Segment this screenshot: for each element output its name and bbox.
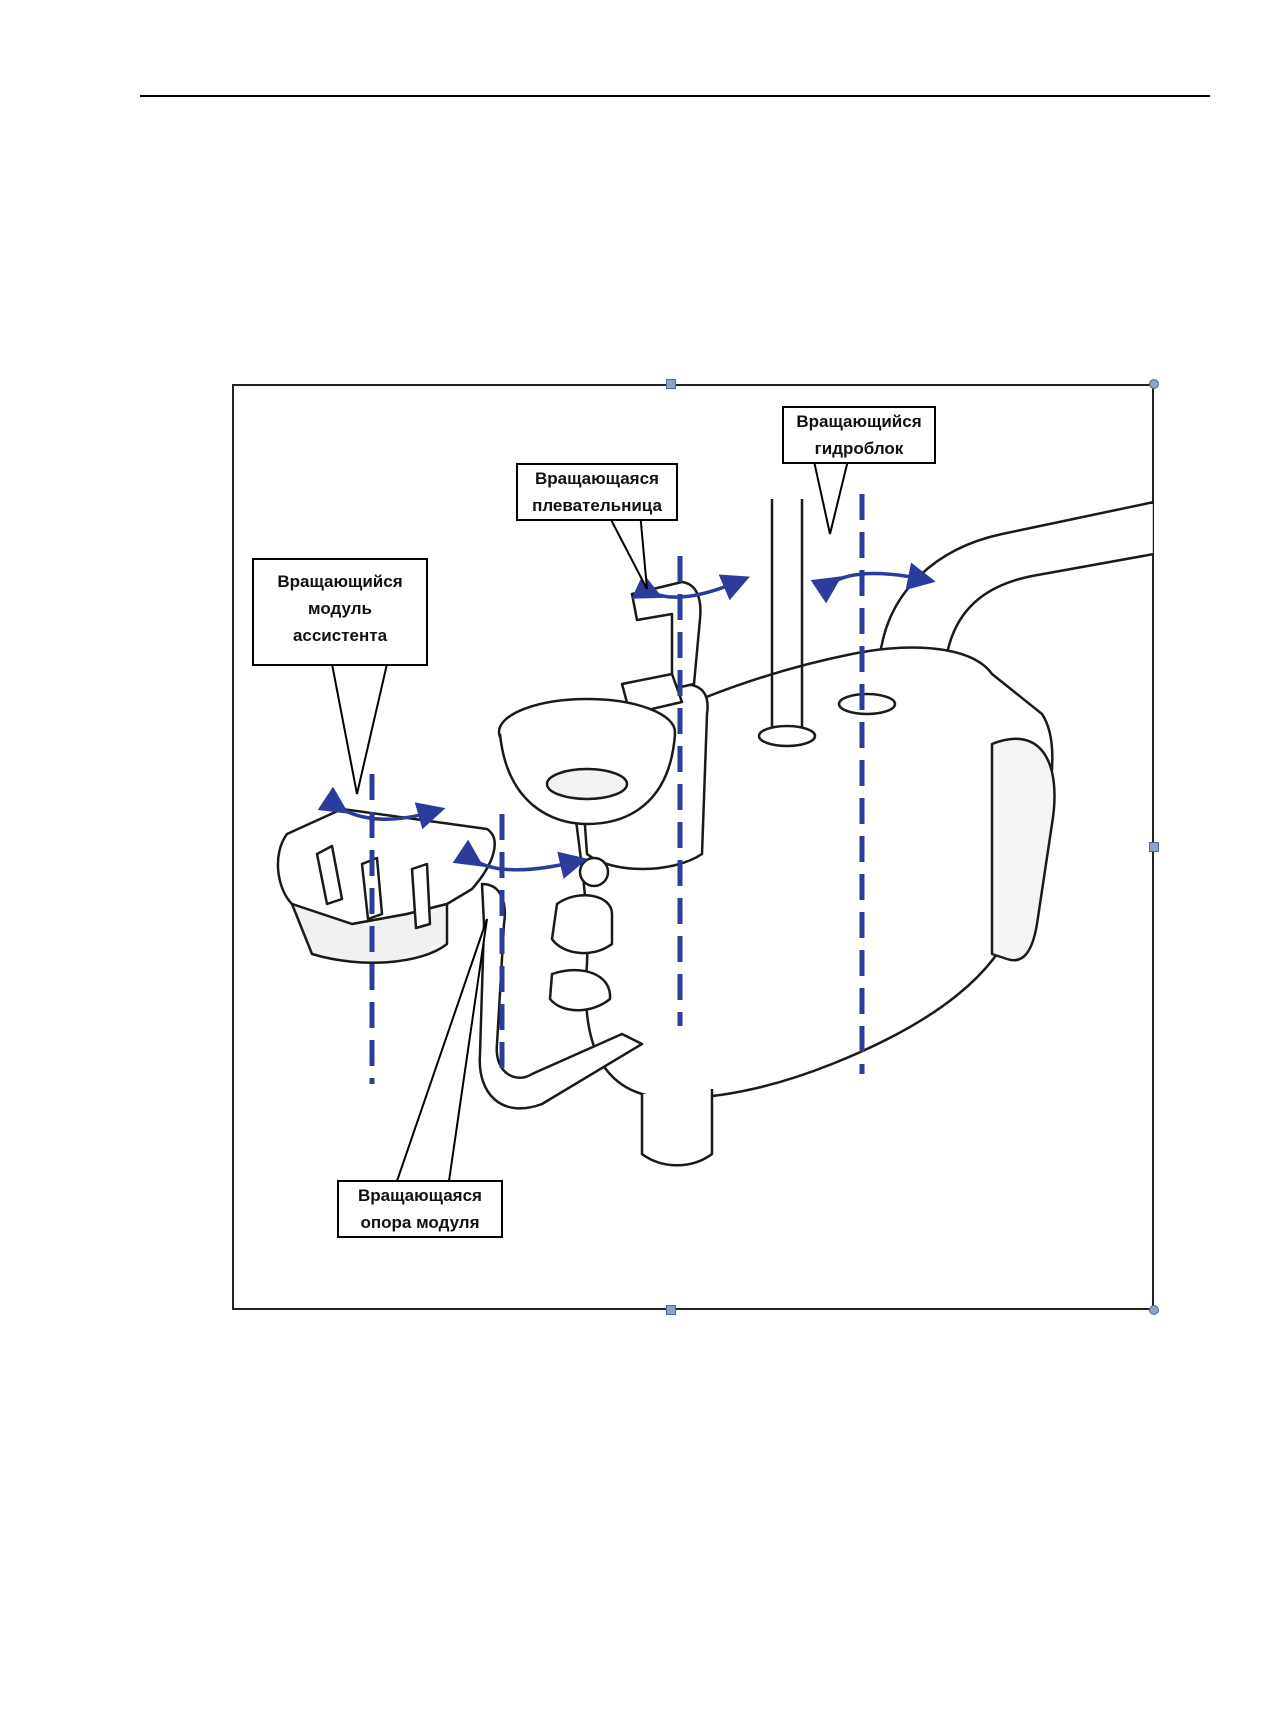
- label-assistant-module: Вращающийся модуль ассистента: [252, 558, 428, 666]
- header-rule: [140, 95, 1210, 97]
- label-spittoon: Вращающаяся плевательница: [516, 463, 678, 521]
- callout-pointer-spittoon: [606, 511, 648, 590]
- pipe-collar-right: [837, 692, 897, 716]
- resize-handle-top[interactable]: [666, 379, 676, 389]
- tap-handles: [548, 969, 612, 1012]
- assistant-tray: [276, 807, 496, 926]
- resize-handle-bottom[interactable]: [666, 1305, 676, 1315]
- callout-pointer-assistant: [331, 663, 388, 795]
- pipe-collar-left: [757, 724, 817, 748]
- label-hydroblock: Вращающийся гидроблок: [782, 406, 936, 464]
- resize-handle-top-right[interactable]: [1149, 379, 1159, 389]
- instrument-1: [315, 844, 344, 906]
- control-handles: [550, 894, 614, 955]
- rotation-arrow-spittoon: [631, 573, 750, 601]
- rotation-arrow-hydroblock: [810, 562, 936, 604]
- instrument-3: [410, 862, 432, 930]
- bottom-tank: [640, 1089, 714, 1167]
- rotation-arrow-assistant: [317, 786, 446, 830]
- front-knob: [578, 856, 610, 888]
- rotation-arrow-support: [452, 839, 588, 879]
- hydroblock-lower-panel: [990, 737, 1056, 962]
- resize-handle-right[interactable]: [1149, 842, 1159, 852]
- spittoon-bowl-inner: [545, 767, 629, 801]
- callout-pointer-support: [396, 918, 488, 1182]
- callout-pointer-hydroblock: [811, 451, 851, 535]
- dental-unit-diagram: [276, 451, 1154, 1182]
- resize-handle-bottom-right[interactable]: [1149, 1305, 1159, 1315]
- label-module-support: Вращающаяся опора модуля: [337, 1180, 503, 1238]
